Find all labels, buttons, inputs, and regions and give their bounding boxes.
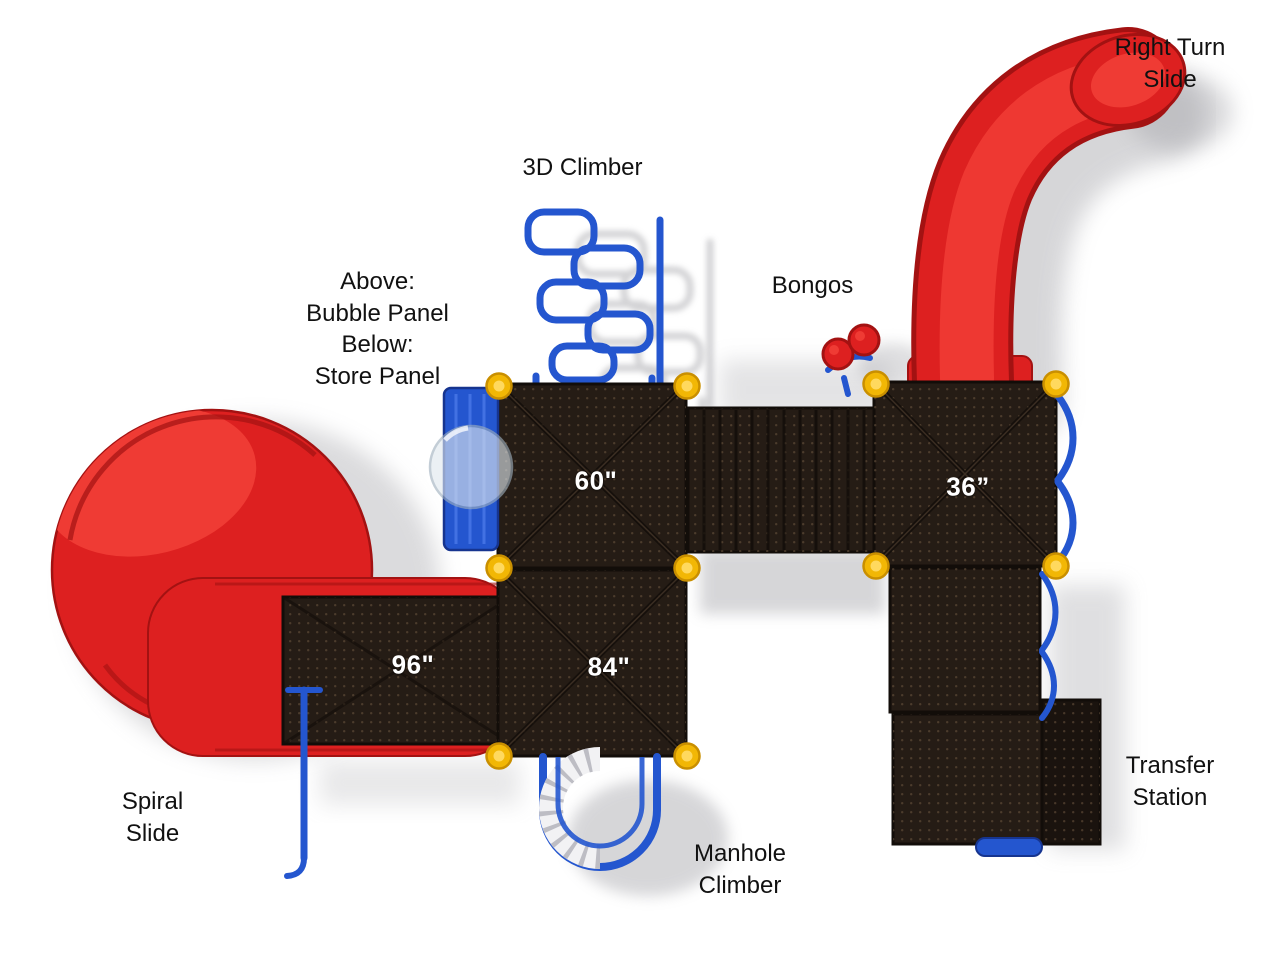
deck-36-graphic	[872, 380, 1077, 568]
deck-36-size-label: 36”	[946, 471, 990, 502]
transfer-station-label: Transfer Station	[1125, 752, 1215, 811]
bongos-graphic	[821, 323, 881, 397]
panel-note-label: Above: Bubble Panel Below: Store Panel	[306, 268, 449, 391]
transfer-step	[975, 837, 1043, 857]
deck-84-graphic	[496, 568, 688, 758]
bongos-label: Bongos	[771, 272, 854, 299]
spiral-slide-label: Spiral Slide	[121, 788, 184, 847]
deck-60-size-label: 60"	[574, 465, 618, 496]
deck-60-graphic	[496, 382, 688, 570]
deck-96-size-label: 96"	[391, 649, 435, 680]
manhole-climber-label: Manhole Climber	[693, 840, 787, 899]
bridge-graphic	[686, 406, 876, 554]
ramp-96-surface	[281, 595, 513, 746]
transfer-station-graphic	[888, 566, 1102, 857]
right-turn-slide-label: Right Turn Slide	[1114, 34, 1226, 93]
support-post	[284, 686, 323, 879]
deck-36-blue-rails	[1054, 392, 1077, 566]
bubble-panel-graphic	[428, 386, 514, 552]
climber-3d-label: 3D Climber	[522, 154, 643, 181]
manhole-climber-graphic	[538, 747, 661, 871]
deck-84-size-label: 84"	[587, 651, 631, 682]
transfer-blue-rails	[1039, 571, 1059, 721]
